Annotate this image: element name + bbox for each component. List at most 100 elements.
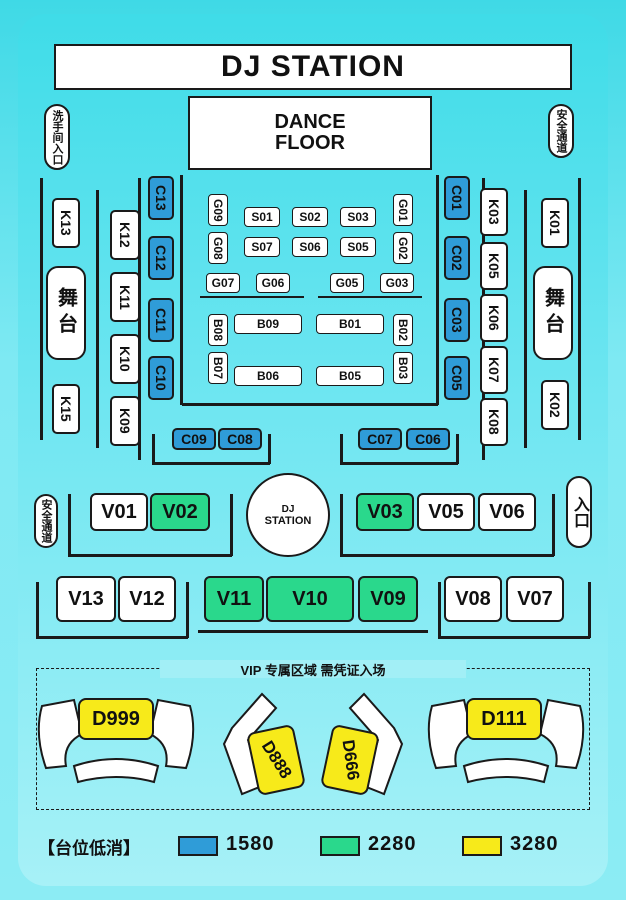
table-c07[interactable]: C07 [358, 428, 402, 450]
legend-swatch-1580 [178, 836, 218, 856]
center-right-rail [436, 175, 439, 405]
v2-left-rail-r [186, 582, 189, 638]
v2-right-rail-r [588, 582, 591, 638]
v1-left-rail-r [230, 494, 233, 556]
center-divider-left [200, 296, 304, 298]
c-bottom-right-rail-l [340, 434, 343, 464]
washroom-entrance: 洗手间入口 [44, 104, 70, 170]
table-v08[interactable]: V08 [444, 576, 502, 622]
center-divider-right [318, 296, 422, 298]
table-c13[interactable]: C13 [148, 176, 174, 220]
table-c12[interactable]: C12 [148, 236, 174, 280]
table-c08[interactable]: C08 [218, 428, 262, 450]
dance-floor-line2: FLOOR [275, 132, 345, 154]
table-k13[interactable]: K13 [52, 198, 80, 248]
legend-value-2280: 2280 [368, 833, 417, 855]
table-k02[interactable]: K02 [541, 380, 569, 430]
table-s02[interactable]: S02 [292, 207, 328, 227]
table-s07[interactable]: S07 [244, 237, 280, 257]
left-outer-rail [40, 178, 43, 440]
table-g09[interactable]: G09 [208, 194, 228, 226]
table-v12[interactable]: V12 [118, 576, 176, 622]
table-c11[interactable]: C11 [148, 298, 174, 342]
table-v09[interactable]: V09 [358, 576, 418, 622]
table-k05[interactable]: K05 [480, 242, 508, 290]
table-v01[interactable]: V01 [90, 493, 148, 531]
table-k03[interactable]: K03 [480, 188, 508, 236]
vip-zone-label: VIP 专属区域 需凭证入场 [160, 660, 466, 678]
table-c06[interactable]: C06 [406, 428, 450, 450]
table-c02[interactable]: C02 [444, 236, 470, 280]
table-v05[interactable]: V05 [417, 493, 475, 531]
stage-left: 舞台 [46, 266, 86, 360]
legend-value-1580: 1580 [226, 833, 275, 855]
table-k12[interactable]: K12 [110, 210, 140, 260]
right-inner-rail [524, 190, 527, 448]
table-s01[interactable]: S01 [244, 207, 280, 227]
table-b05[interactable]: B05 [316, 366, 384, 386]
c-bottom-left-rail-b [152, 462, 270, 465]
left-inner-rail [96, 190, 99, 448]
v1-right-rail-l [340, 494, 343, 556]
table-d999[interactable]: D999 [78, 698, 154, 740]
table-c05[interactable]: C05 [444, 356, 470, 400]
table-v06[interactable]: V06 [478, 493, 536, 531]
table-b01[interactable]: B01 [316, 314, 384, 334]
table-b06[interactable]: B06 [234, 366, 302, 386]
table-g06[interactable]: G06 [256, 273, 290, 293]
table-d888-label: D888 [257, 737, 296, 783]
v1-right-rail-b [340, 554, 554, 557]
dj-booth-line1: DJ [281, 503, 295, 515]
table-d111[interactable]: D111 [466, 698, 542, 740]
dj-booth-line2: STATION [264, 514, 312, 527]
table-v03[interactable]: V03 [356, 493, 414, 531]
table-c09[interactable]: C09 [172, 428, 216, 450]
table-b08[interactable]: B08 [208, 314, 228, 346]
table-g08[interactable]: G08 [208, 232, 228, 264]
sofa-d999 [37, 698, 195, 784]
dance-floor-line1: DANCE [274, 111, 346, 133]
table-k10[interactable]: K10 [110, 334, 140, 384]
table-v07[interactable]: V07 [506, 576, 564, 622]
table-g01[interactable]: G01 [393, 194, 413, 226]
table-d666-label: D666 [338, 738, 363, 782]
legend-swatch-3280 [462, 836, 502, 856]
c-bottom-right-rail-b [340, 462, 458, 465]
table-b07[interactable]: B07 [208, 352, 228, 384]
table-k07[interactable]: K07 [480, 346, 508, 394]
legend-value-3280: 3280 [510, 833, 559, 855]
stage-right: 舞台 [533, 266, 573, 360]
table-v13[interactable]: V13 [56, 576, 116, 622]
table-c01[interactable]: C01 [444, 176, 470, 220]
table-g07[interactable]: G07 [206, 273, 240, 293]
table-b02[interactable]: B02 [393, 314, 413, 346]
table-c03[interactable]: C03 [444, 298, 470, 342]
v2-left-rail-l [36, 582, 39, 638]
table-k01[interactable]: K01 [541, 198, 569, 248]
table-v02[interactable]: V02 [150, 493, 210, 531]
table-v10[interactable]: V10 [266, 576, 354, 622]
v1-left-rail-b [68, 554, 232, 557]
table-g02[interactable]: G02 [393, 232, 413, 264]
table-k06[interactable]: K06 [480, 294, 508, 342]
c-bottom-left-rail-r [268, 434, 271, 464]
c-bottom-right-rail-r [456, 434, 459, 464]
table-k09[interactable]: K09 [110, 396, 140, 446]
table-k11[interactable]: K11 [110, 272, 140, 322]
table-c10[interactable]: C10 [148, 356, 174, 400]
table-k08[interactable]: K08 [480, 398, 508, 446]
table-b09[interactable]: B09 [234, 314, 302, 334]
table-s06[interactable]: S06 [292, 237, 328, 257]
right-outer-rail [578, 178, 581, 440]
table-s03[interactable]: S03 [340, 207, 376, 227]
table-v11[interactable]: V11 [204, 576, 264, 622]
v1-left-rail-l [68, 494, 71, 556]
table-g05[interactable]: G05 [330, 273, 364, 293]
table-s05[interactable]: S05 [340, 237, 376, 257]
table-k15[interactable]: K15 [52, 384, 80, 434]
table-b03[interactable]: B03 [393, 352, 413, 384]
legend-title: 【台位低消】 [38, 839, 140, 858]
v2-right-rail-b [438, 636, 590, 639]
table-g03[interactable]: G03 [380, 273, 414, 293]
